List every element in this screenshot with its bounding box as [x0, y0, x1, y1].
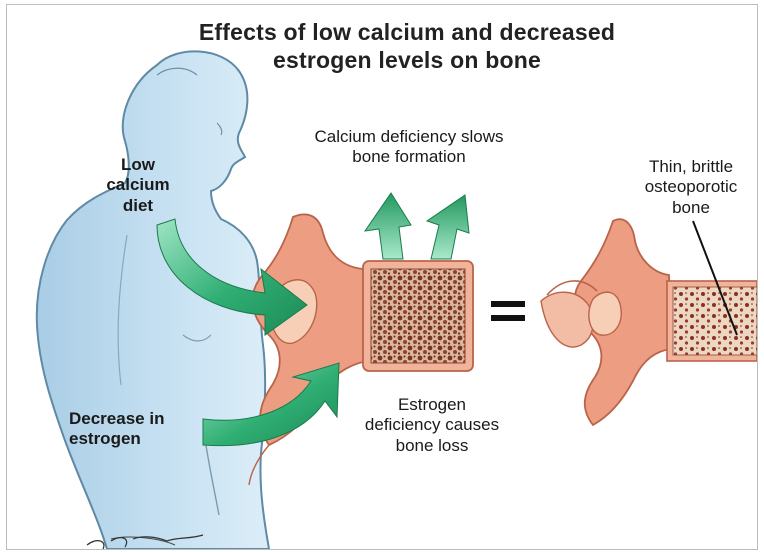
label-decrease-in-estrogen: Decrease in estrogen [69, 409, 199, 450]
title-line-1: Effects of low calcium and decreased [157, 19, 657, 47]
label-line: bone [629, 198, 753, 218]
label-line: Calcium deficiency slows [299, 127, 519, 147]
label-line: Low [93, 155, 183, 175]
label-low-calcium-diet: Low calcium diet [93, 155, 183, 216]
label-line: Decrease in [69, 409, 199, 429]
label-line: Thin, brittle [629, 157, 753, 177]
vertebra-osteoporotic [541, 219, 757, 425]
label-line: Estrogen [347, 395, 517, 415]
label-line: diet [93, 196, 183, 216]
label-line: osteoporotic [629, 177, 753, 197]
label-calcium-deficiency: Calcium deficiency slows bone formation [299, 127, 519, 168]
title-line-2: estrogen levels on bone [157, 47, 657, 75]
figure-frame: Effects of low calcium and decreased est… [6, 4, 758, 550]
label-thin-brittle-bone: Thin, brittle osteoporotic bone [629, 157, 753, 218]
arrow-up-left [365, 193, 411, 259]
label-line: bone formation [299, 147, 519, 167]
label-line: bone loss [347, 436, 517, 456]
label-line: estrogen [69, 429, 199, 449]
illustration [7, 5, 757, 549]
equals-sign [491, 301, 525, 321]
label-line: calcium [93, 175, 183, 195]
figure-title: Effects of low calcium and decreased est… [157, 19, 657, 74]
label-estrogen-deficiency: Estrogen deficiency causes bone loss [347, 395, 517, 456]
label-line: deficiency causes [347, 415, 517, 435]
arrow-up-right [427, 195, 469, 259]
